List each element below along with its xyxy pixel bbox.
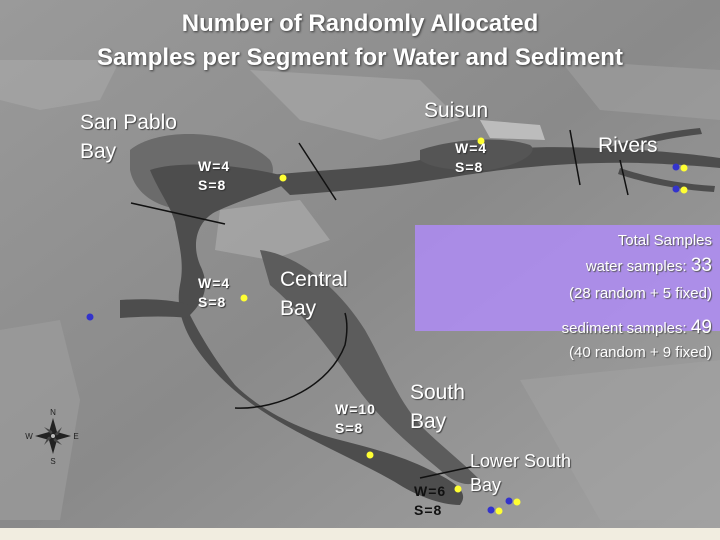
boundary-suisun-rivers	[569, 129, 581, 186]
totals-water-value: 33	[690, 255, 712, 276]
region-label-central: Central	[280, 268, 348, 291]
boundary-rivers	[619, 159, 629, 196]
golden-gate	[120, 299, 190, 318]
fixed-site-marker	[487, 506, 495, 514]
segment-sediment-count-lower-south: S=8	[414, 502, 443, 518]
segment-water-count-san-pablo: W=4	[198, 158, 231, 174]
segment-water-count-south: W=10	[335, 401, 376, 417]
fixed-site-marker	[672, 163, 680, 171]
random-site-marker	[495, 507, 503, 515]
river-branch	[618, 168, 715, 192]
boundary-san-pablo-suisun	[298, 142, 337, 201]
totals-sediment-detail: (40 random + 9 fixed)	[569, 344, 712, 361]
footer-strip	[0, 528, 720, 540]
terrain-patch	[0, 320, 80, 520]
east-shallows	[260, 250, 480, 485]
boundary-san-pablo-central	[130, 202, 226, 225]
segment-sediment-count-south: S=8	[335, 420, 364, 436]
random-site-marker	[366, 451, 374, 459]
totals-water-line: water samples: 33	[586, 256, 712, 277]
totals-heading: Total Samples	[617, 232, 712, 249]
terrain-patch	[560, 60, 720, 120]
totals-sediment-value: 49	[690, 317, 712, 338]
terrain-patch	[520, 360, 720, 520]
random-site-marker	[680, 164, 688, 172]
fixed-site-marker	[505, 497, 513, 505]
random-site-marker	[454, 485, 462, 493]
bay-water	[150, 164, 464, 506]
terrain-patch	[0, 60, 120, 110]
compass-west-label: W	[25, 432, 33, 441]
compass-south-label: S	[50, 457, 55, 466]
compass-north-label: N	[50, 408, 56, 417]
random-site-marker	[680, 186, 688, 194]
region-label-san-pablo-2: Bay	[80, 140, 117, 163]
random-site-marker	[477, 137, 485, 145]
region-label-suisun: Suisun	[424, 99, 489, 122]
region-label-san-pablo: San Pablo	[80, 111, 177, 134]
totals-sediment-label: sediment samples:	[561, 320, 687, 337]
segment-water-count-lower-south: W=6	[414, 483, 447, 499]
random-site-marker	[513, 498, 521, 506]
figure-title-line-2: Samples per Segment for Water and Sedime…	[97, 44, 623, 71]
region-label-south-2: Bay	[410, 410, 447, 433]
totals-water-detail: (28 random + 5 fixed)	[569, 285, 712, 302]
total-samples-box	[415, 225, 720, 331]
segment-water-count-central: W=4	[198, 275, 231, 291]
random-site-marker	[279, 174, 287, 182]
totals-sediment-line: sediment samples: 49	[562, 318, 712, 339]
totals-water-label: water samples:	[585, 258, 687, 275]
terrain-patch	[250, 70, 460, 140]
fixed-site-marker	[672, 185, 680, 193]
random-site-marker	[240, 294, 248, 302]
boundary-central-south	[234, 312, 348, 409]
region-label-lower-south-2: Bay	[470, 475, 502, 495]
region-label-rivers: Rivers	[598, 134, 658, 157]
region-label-central-2: Bay	[280, 297, 317, 320]
boundary-south-lower	[419, 464, 481, 479]
figure-title-line-1: Number of Randomly Allocated	[181, 10, 539, 37]
compass-rose-icon	[35, 418, 71, 454]
region-label-south: South	[410, 381, 465, 404]
segment-sediment-count-san-pablo: S=8	[198, 177, 227, 193]
compass-east-label: E	[73, 432, 78, 441]
fixed-site-marker	[86, 313, 94, 321]
segment-water-count-suisun: W=4	[455, 140, 488, 156]
suisun-marsh	[480, 120, 545, 140]
segment-sediment-count-central: S=8	[198, 294, 227, 310]
river-branch	[600, 128, 702, 156]
delta-channel	[270, 147, 720, 195]
region-label-lower-south: Lower South	[470, 451, 572, 471]
segment-sediment-count-suisun: S=8	[455, 159, 484, 175]
terrain-patch	[215, 200, 330, 260]
suisun-bay	[420, 139, 533, 171]
